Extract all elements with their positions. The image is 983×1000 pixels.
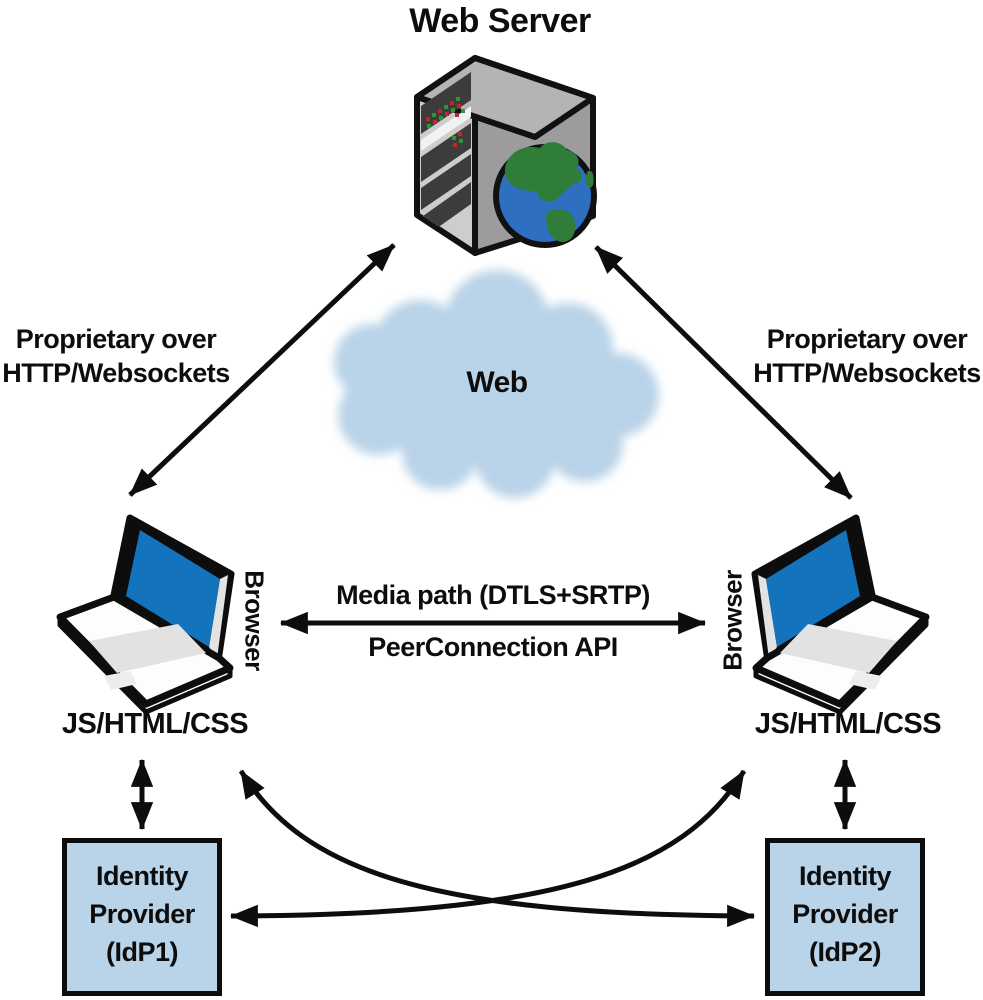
idp1-line2: Provider [89,899,195,929]
peerconnection-api-label: PeerConnection API [368,632,618,662]
js-html-css-left-label: JS/HTML/CSS [61,708,249,740]
signaling-left-label-line1: Proprietary over [15,324,217,354]
browser-right-label: Browser [717,570,748,671]
signaling-left-label: Proprietary over HTTP/Websockets [0,322,232,390]
identity-provider-2-box: Identity Provider (IdP2) [765,838,925,996]
idp2-line2: Provider [792,899,898,929]
idp2-line1: Identity [798,861,892,891]
idp2-line3: (IdP2) [808,937,882,967]
web-cloud-label: Web [466,366,528,399]
signaling-right-label-line2: HTTP/Websockets [753,358,981,388]
server-drive-bays [421,72,471,238]
browser-left-label: Browser [239,570,270,671]
identity-provider-1-box: Identity Provider (IdP1) [62,838,222,996]
js-html-css-right-label: JS/HTML/CSS [754,708,942,740]
identity-provider-2-label: Identity Provider (IdP2) [770,857,920,971]
server-top-face [414,55,596,140]
arrow-leftjs-idp2 [238,769,756,928]
identity-provider-1-label: Identity Provider (IdP1) [67,857,217,971]
arrow-signaling-right [594,245,853,500]
idp1-line3: (IdP1) [105,937,179,967]
idp1-line1: Identity [95,861,189,891]
globe-icon [493,142,597,248]
signaling-right-label-line1: Proprietary over [766,324,968,354]
server-led-lights [426,97,465,147]
arrow-signaling-left [128,243,396,497]
media-path-label: Media path (DTLS+SRTP) [336,580,650,610]
signaling-right-label: Proprietary over HTTP/Websockets [751,322,983,390]
laptop-icon-right [755,518,926,712]
signaling-left-label-line2: HTTP/Websockets [2,358,230,388]
web-server-label: Web Server [409,2,591,40]
arrow-rightjs-idp1 [229,769,747,928]
laptop-icon-left [60,518,231,712]
